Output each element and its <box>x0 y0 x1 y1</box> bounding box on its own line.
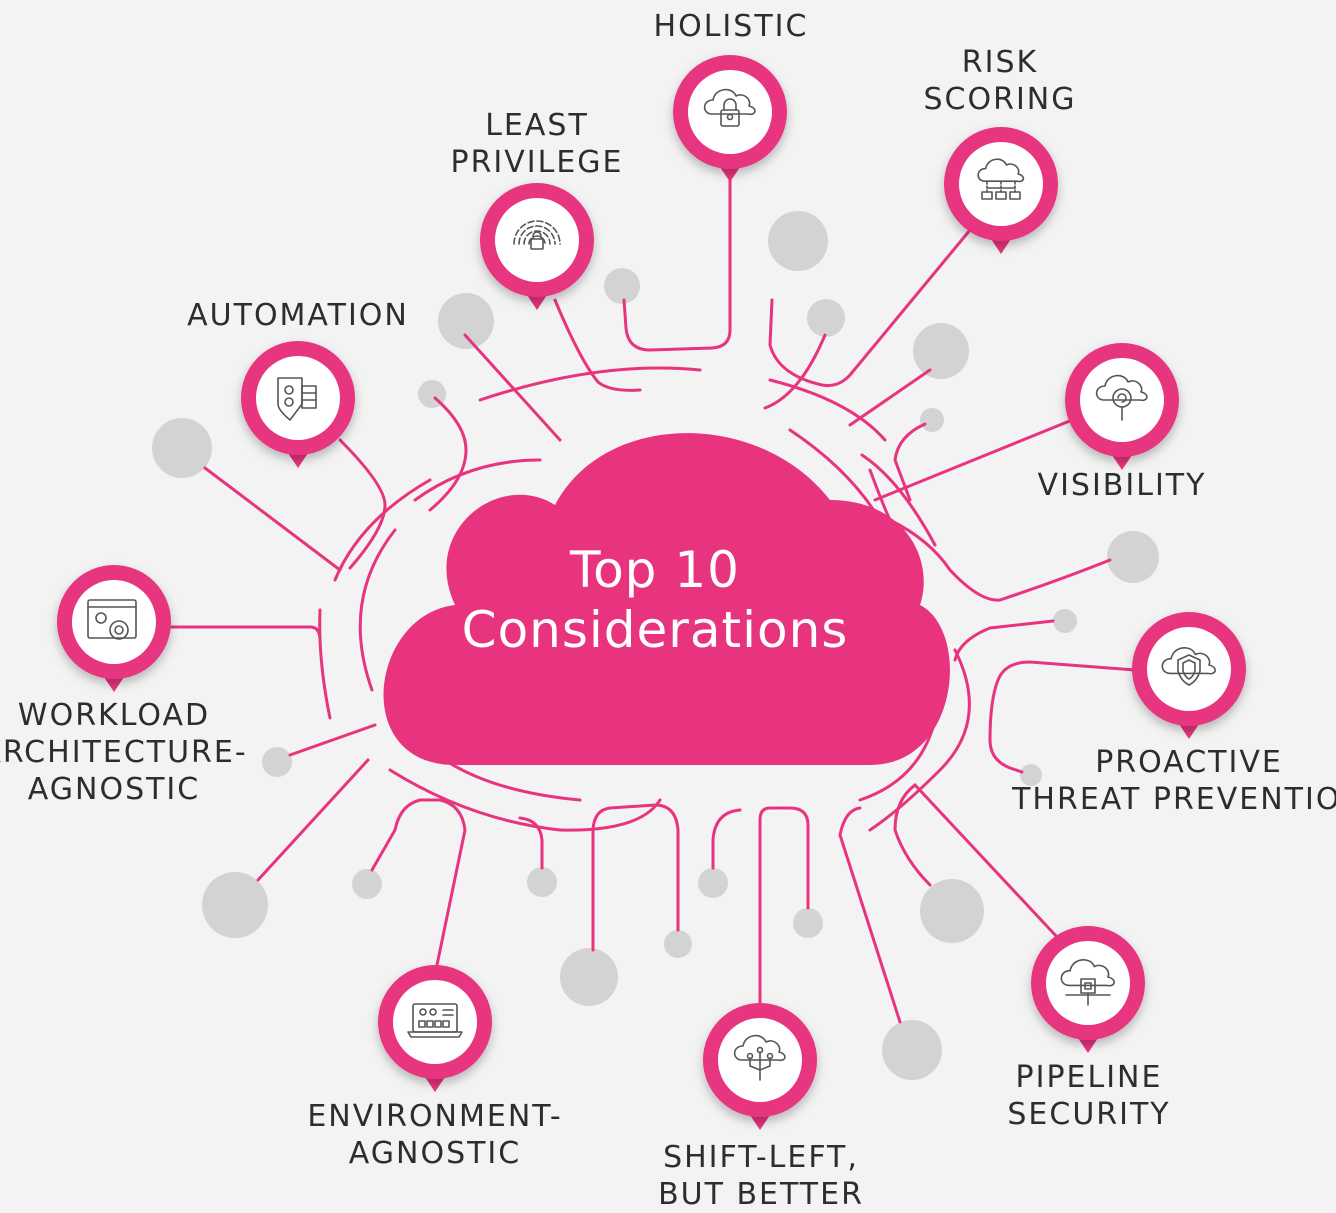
label-line: BUT BETTER <box>658 1177 864 1212</box>
laptop-dashboard-icon <box>407 1003 463 1038</box>
cloud-shield-icon <box>1161 647 1216 686</box>
pipeline-pin <box>1031 926 1145 1053</box>
proactive-pin <box>1132 612 1246 739</box>
risk-scoring-pin <box>944 127 1058 254</box>
diagram-title: Top 10 Considerations <box>462 540 849 660</box>
pin-face <box>256 356 340 440</box>
least-privilege-pin <box>480 183 594 310</box>
cloud-search-icon <box>1095 374 1148 421</box>
central-cloud <box>383 433 950 765</box>
label-line: AUTOMATION <box>187 298 409 333</box>
label-line: PIPELINE <box>1015 1060 1163 1095</box>
label-line: AGNOSTIC <box>348 1136 522 1171</box>
title-line-2: Considerations <box>461 601 849 659</box>
browser-gears-icon <box>87 599 137 640</box>
label-line: THREAT PREVENTION <box>1012 782 1336 817</box>
label-line: PRIVILEGE <box>450 145 624 180</box>
shield-checklist-icon <box>277 377 317 421</box>
pin-face <box>1147 627 1231 711</box>
environment-label: ENVIRONMENT-AGNOSTIC <box>307 1098 562 1172</box>
decorative-dots <box>152 211 1159 1080</box>
cloud-chip-icon <box>1060 959 1115 1006</box>
label-line: LEAST <box>485 108 589 143</box>
environment-pin <box>378 965 492 1092</box>
label-line: RISK <box>961 45 1039 80</box>
label-line: WORKLOAD <box>17 698 211 733</box>
label-line: ARCHITECTURE- <box>0 735 248 770</box>
cloud-circuit-icon <box>733 1034 786 1081</box>
automation-label: AUTOMATION <box>187 297 409 334</box>
shift-left-label: SHIFT-LEFT,BUT BETTER <box>658 1139 864 1213</box>
visibility-pin <box>1065 343 1179 470</box>
label-line: PROACTIVE <box>1095 745 1283 780</box>
holistic-label: HOLISTIC <box>654 8 809 45</box>
label-line: ENVIRONMENT- <box>307 1099 563 1134</box>
automation-pin <box>241 341 355 468</box>
label-line: AGNOSTIC <box>27 772 201 807</box>
visibility-label: VISIBILITY <box>1038 467 1207 504</box>
holistic-pin <box>673 55 787 182</box>
fingerprint-lock-icon <box>513 220 561 250</box>
workload-pin <box>57 565 171 692</box>
cloud-lock-icon <box>703 88 756 127</box>
pin-face <box>495 198 579 282</box>
pin-face <box>688 70 772 154</box>
label-line: SCORING <box>923 82 1077 117</box>
label-line: VISIBILITY <box>1037 468 1207 503</box>
cloud-network-icon <box>977 158 1025 200</box>
label-line: HOLISTIC <box>653 9 809 44</box>
shift-left-pin <box>703 1003 817 1130</box>
title-line-1: Top 10 <box>570 541 740 599</box>
label-line: SHIFT-LEFT, <box>663 1140 859 1175</box>
label-line: SECURITY <box>1007 1097 1171 1132</box>
